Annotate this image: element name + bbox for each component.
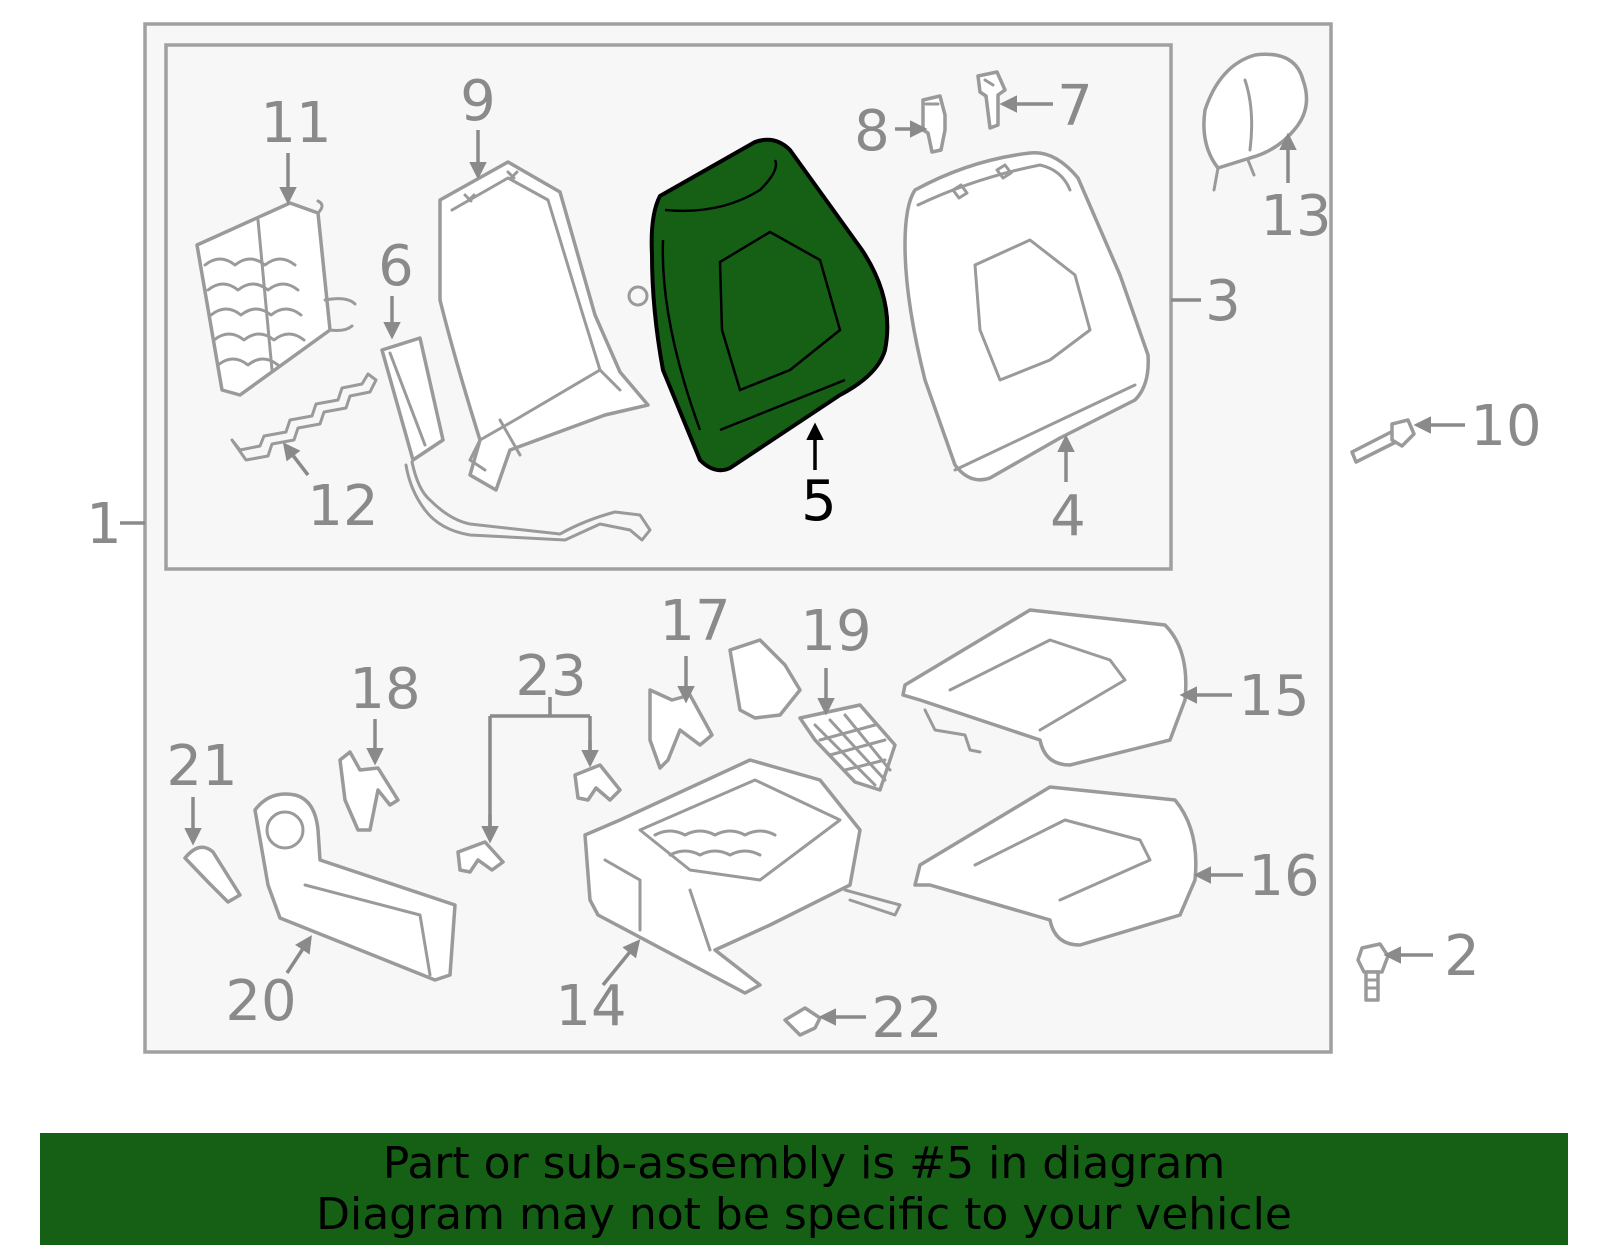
callout-8: 8: [854, 99, 890, 164]
part-info-banner: Part or sub-assembly is #5 in diagram Di…: [40, 1133, 1568, 1245]
part-19-panel: [728, 638, 897, 792]
part-22-clip: [783, 1006, 822, 1037]
callout-16: 16: [1248, 844, 1319, 909]
callout-3: 3: [1205, 269, 1241, 334]
part-2-bolt: [1356, 942, 1390, 1002]
part-11-spring-mat: [195, 199, 357, 397]
part-10-bolt: [1350, 418, 1416, 464]
seat-back-assembly-frame: [164, 43, 1173, 571]
callout-22: 22: [871, 986, 942, 1051]
banner-line-1: Part or sub-assembly is #5 in diagram: [382, 1138, 1226, 1189]
callout-21: 21: [166, 734, 237, 799]
callout-23: 23: [515, 644, 586, 709]
part-16-cushion-cover: [913, 785, 1198, 947]
callout-2: 2: [1444, 924, 1480, 989]
callout-19: 19: [800, 599, 871, 664]
callout-7: 7: [1057, 74, 1093, 139]
part-21-cover: [183, 845, 242, 904]
callout-9: 9: [460, 69, 496, 134]
part-18-bracket: [338, 750, 400, 832]
callout-12: 12: [307, 474, 378, 539]
part-4-seat-back-cover: [903, 150, 1150, 482]
callout-14: 14: [555, 974, 626, 1039]
callout-4: 4: [1050, 484, 1086, 549]
part-20-side-shield: [253, 792, 457, 982]
part-9-seat-back-frame: [438, 160, 650, 492]
callout-18: 18: [349, 657, 420, 722]
banner-line-2: Diagram may not be specific to your vehi…: [316, 1189, 1292, 1240]
part-5-seat-back-pad: [649, 137, 890, 473]
callout-10: 10: [1470, 394, 1541, 459]
callout-15: 15: [1238, 664, 1309, 729]
part-7-clip: [976, 70, 1007, 130]
callout-11: 11: [260, 91, 331, 156]
callout-20: 20: [225, 969, 296, 1034]
callout-5: 5: [801, 469, 837, 534]
callout-6: 6: [378, 234, 414, 299]
part-23-clips: [456, 763, 622, 874]
part-14-seat-frame: [583, 758, 902, 995]
callout-17: 17: [659, 589, 730, 654]
callout-13: 13: [1260, 184, 1331, 249]
part-15-cushion-pad: [901, 608, 1188, 767]
callout-1: 1: [86, 492, 122, 557]
part-12-wire: [230, 372, 378, 462]
part-6-airbag-module: [380, 336, 652, 542]
